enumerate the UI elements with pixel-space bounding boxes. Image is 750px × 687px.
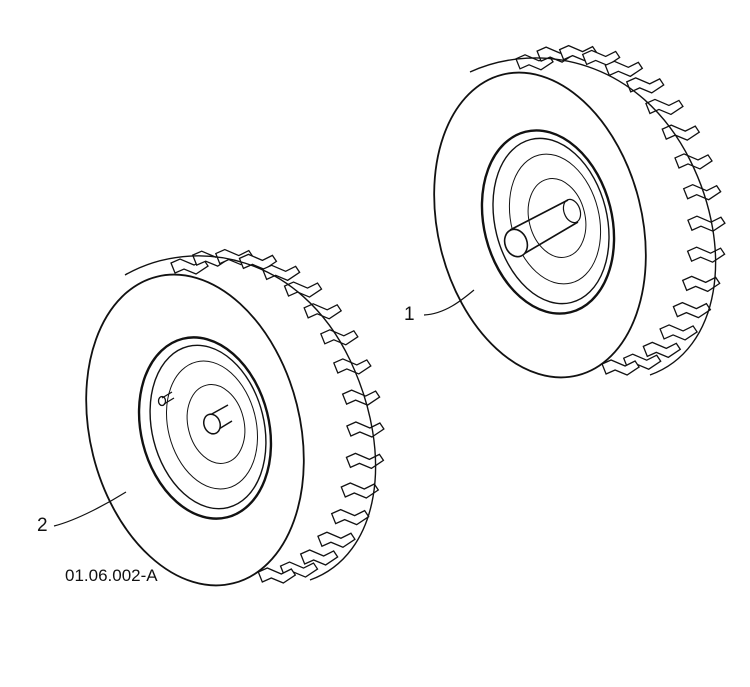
leader-line-1 xyxy=(423,289,475,316)
wheel-1-tread-lug xyxy=(659,324,698,341)
wheel-2-sidewall xyxy=(85,273,305,587)
wheel-1-tread-lug xyxy=(604,60,644,78)
wheel-2-rim-ring xyxy=(166,360,258,490)
wheel-1-axle xyxy=(509,199,579,256)
wheel-2-tread-lug xyxy=(340,482,380,499)
wheel-2-tread-lug xyxy=(346,421,385,438)
wheel-1-hub-plate xyxy=(527,178,587,258)
wheel-1-rim-inner xyxy=(492,137,610,305)
wheel-2-tread-lug xyxy=(319,329,359,346)
wheel-2-tread-lug xyxy=(345,452,385,470)
wheel-1-tread xyxy=(515,44,726,376)
wheel-1-tread-lug xyxy=(681,275,721,293)
wheel-1-tread-lug xyxy=(642,341,682,359)
wheel-1-axle-end xyxy=(503,228,529,258)
wheel-2-tread-lug xyxy=(317,531,356,548)
wheel-1-tread-lug xyxy=(682,184,722,201)
wheel-2-tread-lug xyxy=(283,281,323,298)
wheel-2-valve-cap xyxy=(157,395,167,407)
wheel-1-rim-outer xyxy=(480,129,616,315)
wheel-1-tread-lug xyxy=(601,359,640,376)
callout-label-2: 2 xyxy=(37,515,48,536)
wheel-1 xyxy=(433,44,726,379)
drawing-code: 01.06.002-A xyxy=(65,566,158,585)
wheel-1-tread-lug xyxy=(687,215,726,232)
wheel-2-hub-plate xyxy=(186,384,246,464)
leader-line-2 xyxy=(53,491,127,527)
wheel-1-tread-lug xyxy=(661,124,701,141)
wheel-1-tread-lug xyxy=(686,246,726,263)
wheel-1-axle-base xyxy=(562,198,582,224)
wheel-2-tread-lug xyxy=(330,508,370,526)
wheel-2-tread-lug xyxy=(303,303,343,320)
wheel-1-tread-lug xyxy=(581,49,621,67)
callout-1: 1 xyxy=(404,289,475,325)
wheel-2-tire-back xyxy=(124,255,377,581)
wheel-2-rim-outer xyxy=(137,336,273,520)
wheel-1-sidewall xyxy=(433,71,647,379)
wheel-2 xyxy=(85,248,385,587)
wheel-2-tread-lug xyxy=(238,253,278,271)
callout-2: 2 xyxy=(37,491,127,536)
wheel-2-tread-lug xyxy=(257,567,297,584)
wheel-2-tread-lug xyxy=(261,264,301,282)
wheel-1-tire-back xyxy=(469,57,717,376)
wheel-2-tread-lug xyxy=(341,389,381,406)
wheel-2-rim-inner xyxy=(149,344,267,510)
wheel-2-tread-lug xyxy=(299,549,339,566)
wheel-2-tread xyxy=(170,248,385,584)
wheel-1-tread-lug xyxy=(672,301,712,319)
callout-label-1: 1 xyxy=(404,304,415,325)
wheel-2-hub-end xyxy=(202,413,222,435)
